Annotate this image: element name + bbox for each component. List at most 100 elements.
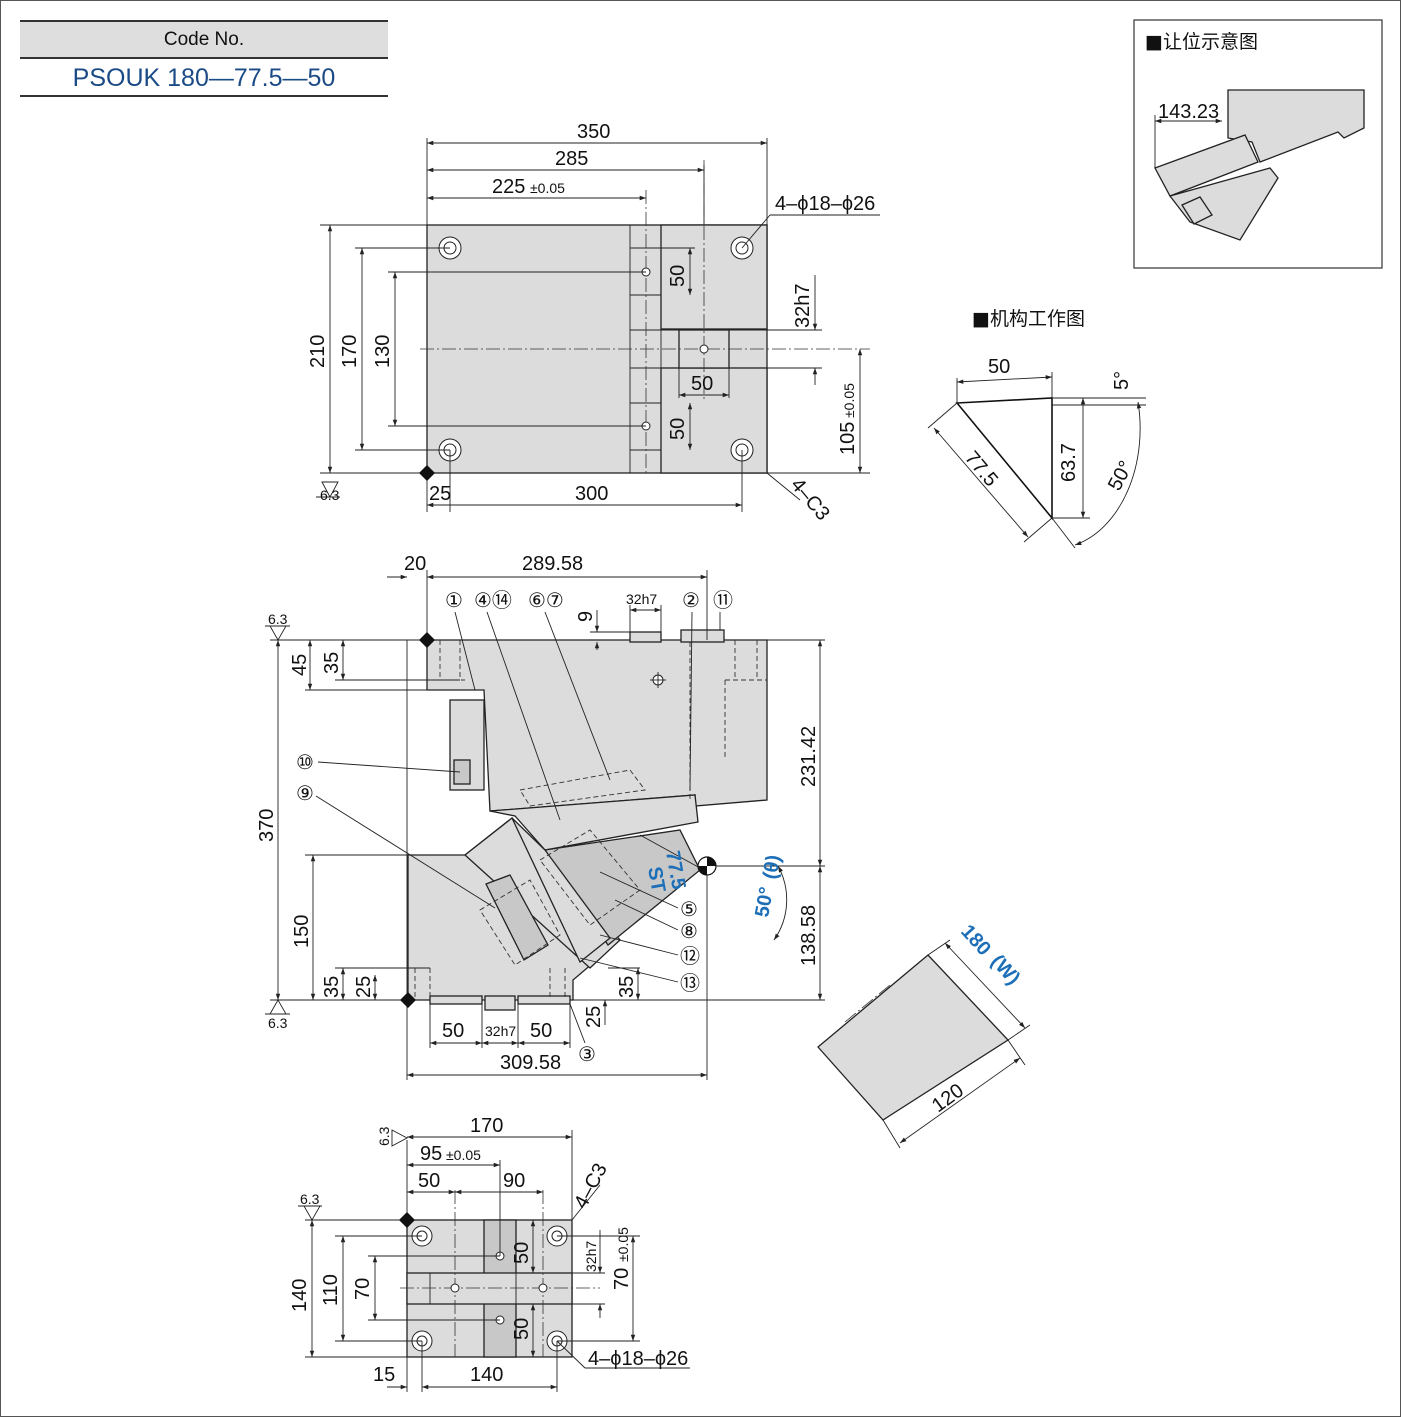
bottom-dim-50a: 50 [511, 1242, 533, 1264]
bottom-chamfer-label: 4–C3 [570, 1160, 612, 1213]
front-dim-289-58: 289.58 [522, 553, 583, 575]
front-dim-150: 150 [291, 915, 313, 948]
front-dim-9: 9 [575, 611, 597, 622]
bottom-dim-170: 170 [470, 1115, 503, 1137]
bottom-counterbore-holes [411, 1225, 568, 1352]
code-label: Code No. [20, 20, 388, 59]
top-dim-210: 210 [307, 335, 329, 368]
front-dim-20: 20 [404, 553, 426, 575]
mech-dim-5deg: 5° [1111, 371, 1133, 390]
callout-1: ① [445, 590, 463, 612]
callout-2: ② [682, 590, 700, 612]
top-dim-105: 105 [837, 422, 859, 455]
front-dim-50a: 50 [442, 1020, 464, 1042]
callout-12: ⑫ [680, 945, 700, 968]
callout-10: ⑩ [296, 752, 314, 774]
top-chamfer-label: 4–C3 [786, 474, 834, 525]
bottom-holes-label: 4–ϕ18–ϕ26 [588, 1348, 688, 1370]
callout-6-7: ⑥⑦ [528, 590, 564, 612]
bottom-dim-70: 70 [352, 1278, 374, 1300]
front-dim-309-58: 309.58 [500, 1052, 561, 1074]
top-dim-50c: 50 [667, 418, 689, 440]
front-bottom-key [484, 995, 516, 1011]
angle-value: 50° [751, 885, 778, 919]
front-roughness-bottom: 6.3 [268, 1015, 288, 1031]
front-bottom-right-pad [517, 995, 571, 1005]
callout-11: ⑪ [713, 589, 733, 612]
width-w-label: (W) [986, 951, 1024, 990]
front-bottom-left-pad [429, 995, 483, 1005]
bottom-dim-140b: 140 [470, 1364, 503, 1386]
top-roughness: 6.3 [320, 487, 340, 503]
top-dim-285: 285 [555, 148, 588, 170]
front-roughness-top: 6.3 [268, 611, 288, 627]
bottom-view: 170 95 ±0.05 50 90 4–C3 140 110 70 50 50… [289, 1115, 690, 1392]
clearance-diagram-title: ■让位示意图 [1145, 31, 1258, 53]
front-dim-35c: 35 [616, 976, 638, 998]
callout-8: ⑧ [680, 921, 698, 943]
bottom-dim-70b-tol: ±0.05 [615, 1227, 631, 1262]
callout-13: ⑬ [680, 972, 700, 995]
front-dim-35a: 35 [321, 652, 343, 674]
bottom-dim-50b: 50 [511, 1318, 533, 1340]
top-view: 350 285 225 ±0.05 4–ϕ18–ϕ26 210 170 130 … [307, 121, 880, 525]
front-dim-32h7b: 32h7 [485, 1023, 516, 1039]
front-cam-upper [489, 794, 699, 851]
width-w-value: 180 [956, 921, 995, 961]
front-lower-cam-block [485, 874, 549, 961]
top-dim-130: 130 [372, 335, 394, 368]
clearance-dim: 143.23 [1158, 101, 1219, 123]
callout-9: ⑨ [296, 783, 314, 805]
front-dim-50b: 50 [530, 1020, 552, 1042]
callout-4-14: ④⑭ [474, 589, 512, 612]
mech-dim-63-7: 63.7 [1058, 443, 1080, 482]
front-top-key [629, 631, 662, 643]
code-number-box: Code No. PSOUK 180—77.5—50 [20, 20, 388, 97]
top-dim-350: 350 [577, 121, 610, 143]
top-dim-50b: 50 [691, 373, 713, 395]
clearance-diagram: ■让位示意图 143.23 [1133, 19, 1383, 269]
front-top-block [680, 629, 725, 643]
front-dim-45: 45 [289, 654, 311, 676]
front-dim-25a: 25 [353, 976, 375, 998]
top-dim-225: 225 [492, 176, 525, 198]
bottom-dim-32h7: 32h7 [583, 1241, 599, 1272]
front-dim-25b: 25 [583, 1006, 605, 1028]
bottom-roughness-side: 6.3 [376, 1126, 392, 1146]
bottom-dim-90: 90 [503, 1170, 525, 1192]
bottom-dim-70b: 70 [611, 1268, 633, 1290]
top-dim-25: 25 [429, 483, 451, 505]
bottom-dim-50: 50 [418, 1170, 440, 1192]
bottom-dim-140: 140 [289, 1279, 311, 1312]
mech-dim-50deg: 50° [1104, 457, 1138, 494]
top-dim-225-tol: ±0.05 [530, 180, 565, 196]
mech-dim-50: 50 [988, 356, 1010, 378]
top-dim-300: 300 [575, 483, 608, 505]
stroke-label: ST [643, 865, 669, 894]
code-value: PSOUK 180—77.5—50 [20, 59, 388, 97]
top-holes-label: 4–ϕ18–ϕ26 [775, 193, 875, 215]
front-view: 20 289.58 9 32h7 45 35 370 150 35 25 231… [256, 553, 825, 1080]
bottom-dim-15: 15 [373, 1364, 395, 1386]
part-callouts: ① ④⑭ ⑥⑦ ② ⑪ ⑩ ⑨ ⑤ ⑧ ⑫ ⑬ ③ [296, 589, 733, 1066]
callout-5: ⑤ [680, 899, 698, 921]
clearance-slider [1154, 134, 1259, 197]
mechanism-diagram: ■机构工作图 50 5° 63.7 77.5 50° [927, 308, 1146, 549]
front-dim-370: 370 [256, 809, 278, 842]
width-view: 180 (W) 120 [817, 921, 1031, 1149]
front-dim-35b: 35 [321, 976, 343, 998]
clearance-key [1181, 196, 1213, 225]
front-dim-32h7: 32h7 [626, 591, 657, 607]
bottom-dim-110: 110 [320, 1274, 342, 1306]
mech-dim-77-5: 77.5 [960, 447, 1002, 491]
mechanism-title: ■机构工作图 [972, 308, 1085, 330]
top-dim-32h7: 32h7 [792, 284, 814, 329]
top-dim-170: 170 [339, 335, 361, 368]
bottom-roughness-top: 6.3 [300, 1191, 320, 1207]
top-dim-105-tol: ±0.05 [841, 383, 857, 418]
front-dim-231-42: 231.42 [798, 726, 820, 787]
bottom-dim-95: 95 [420, 1143, 442, 1165]
top-dim-50a: 50 [667, 265, 689, 287]
front-dim-138-58: 138.58 [798, 905, 820, 966]
